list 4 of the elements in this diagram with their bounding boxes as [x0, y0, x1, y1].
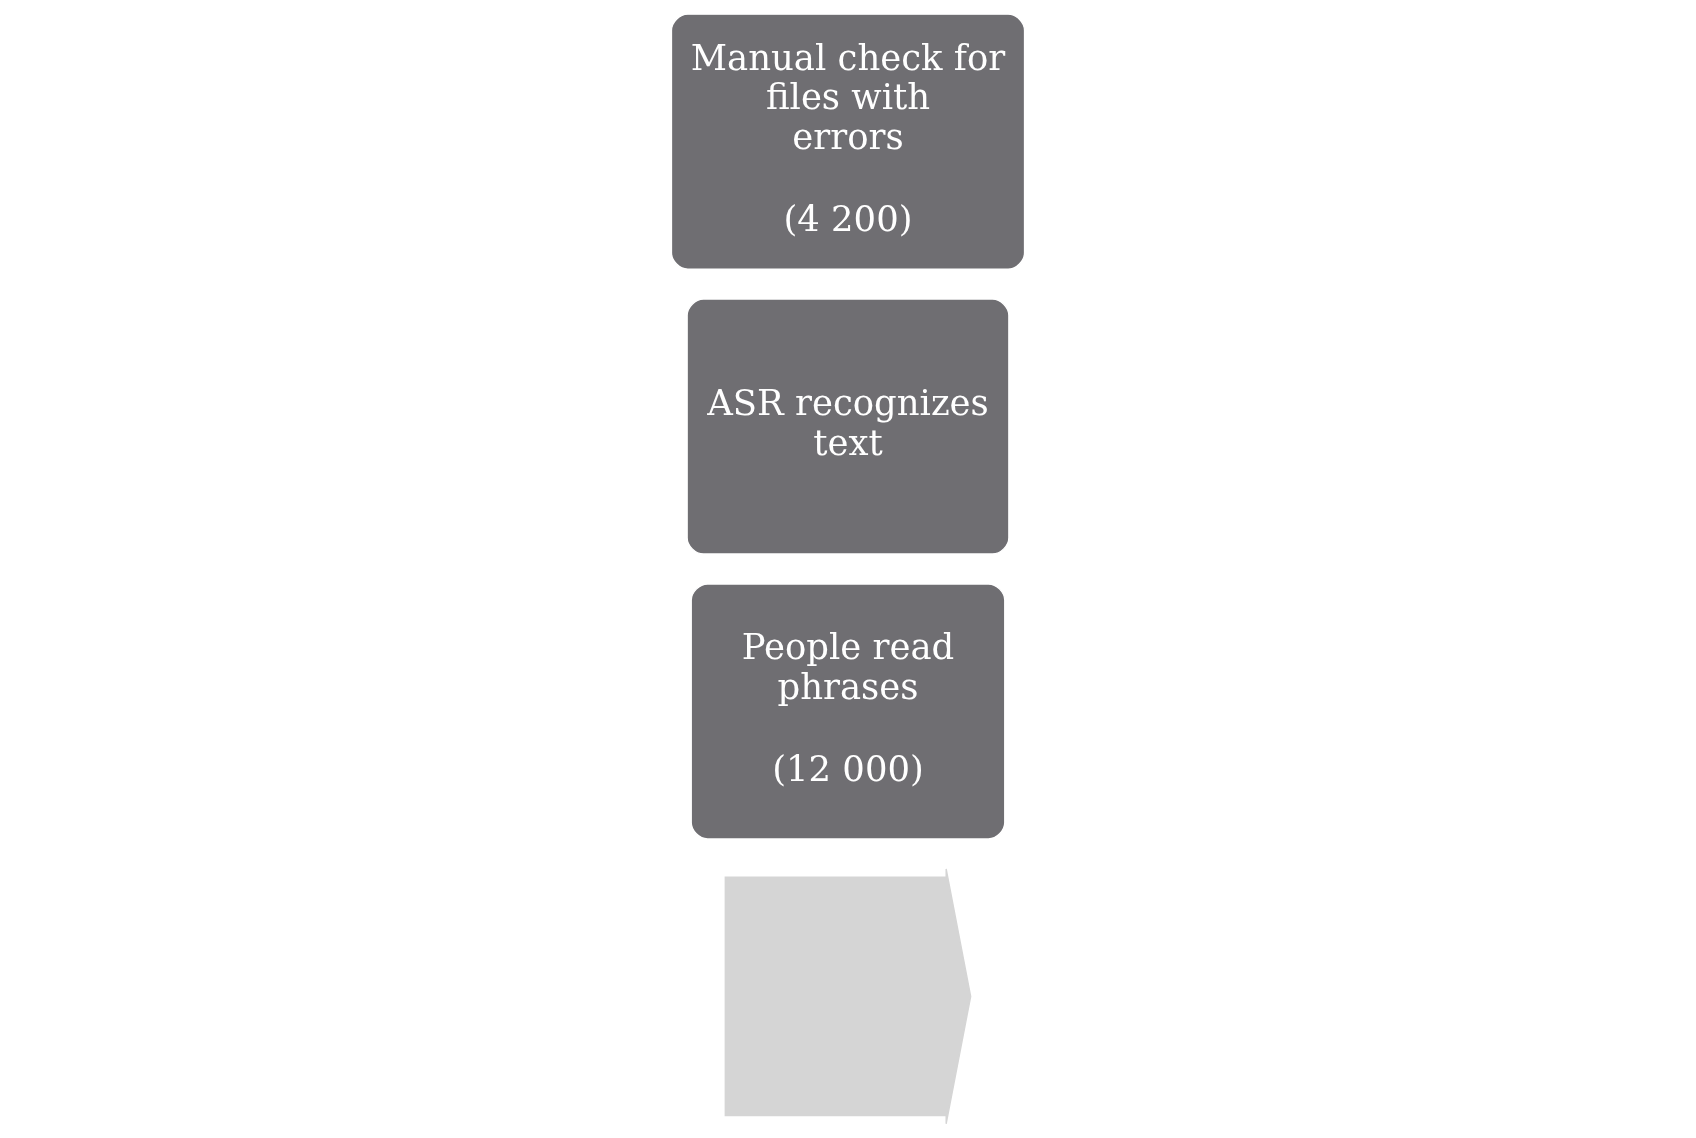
node-box: Manual check for files with errors (4 200): [670, 13, 1026, 270]
node-box: ASR recognizes text: [686, 298, 1010, 555]
node-box: People read phrases (12 000): [690, 583, 1006, 840]
node-arrow: [724, 868, 972, 1125]
